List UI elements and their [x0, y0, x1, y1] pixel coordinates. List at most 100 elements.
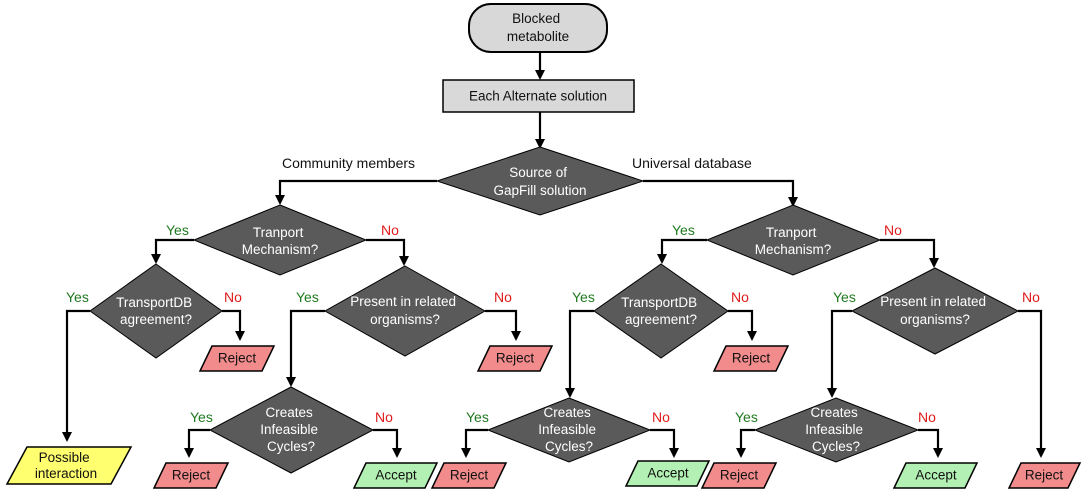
edge-rpresent-no [1018, 309, 1046, 458]
rcycles2-line: Creates [810, 405, 858, 420]
decision-text: TransportDB agreement? [116, 295, 196, 327]
decision-text: Present in related organisms? [880, 294, 990, 327]
ltdb-line: agreement? [120, 312, 192, 327]
rcycles2-line: Cycles? [812, 439, 860, 454]
rcycles1-line: Creates [543, 405, 591, 420]
outcome-text: Accept [375, 468, 417, 483]
outcome-text: Accept [915, 468, 957, 483]
possible-line: interaction [35, 466, 97, 481]
source-line: Source of [509, 165, 567, 180]
label-no: No [375, 409, 393, 425]
edge-rcycles1-yes [461, 428, 488, 458]
outcome-text: Accept [647, 466, 689, 481]
edge-ltdb-yes [62, 309, 90, 442]
decision-cycles-right-2: Creates Infeasible Cycles? [753, 397, 920, 463]
rtdb-line: agreement? [625, 312, 697, 327]
ltransport-line: Mechanism? [242, 242, 319, 257]
start-line: metabolite [507, 29, 569, 44]
outcome-text: Reject [172, 468, 211, 483]
decision-text: Tranport Mechanism? [242, 225, 319, 257]
lcycles-line: Infeasible [260, 422, 318, 437]
label-no: No [381, 222, 399, 238]
decision-cycles-right-1: Creates Infeasible Cycles? [486, 397, 652, 463]
outcome-text: Reject [496, 351, 535, 366]
edge-rtdb-yes [565, 309, 594, 398]
outcome-reject: Reject [476, 345, 554, 372]
decision-transportdb-right: TransportDB agreement? [593, 263, 729, 359]
edge-ltransport-no [366, 238, 409, 266]
edge-labels: Community members Universal database Yes… [66, 155, 1040, 425]
edge-lpresent-no [485, 309, 521, 341]
label-yes: Yes [166, 222, 189, 238]
outcome-reject: Reject [700, 462, 778, 489]
outcome-accept: Accept [624, 460, 711, 487]
decision-text: Creates Infeasible Cycles? [538, 405, 600, 454]
edge-rtdb-no [728, 309, 757, 341]
outcome-text: Reject [1025, 468, 1064, 483]
edge-ltdb-no [222, 309, 245, 341]
label-no: No [731, 289, 749, 305]
process-node: Each Alternate solution [442, 79, 635, 113]
edge-lpresent-yes [286, 309, 325, 387]
label-yes: Yes [672, 222, 695, 238]
decision-text: Creates Infeasible Cycles? [260, 405, 322, 454]
decision-text: TransportDB agreement? [621, 295, 701, 327]
decision-text: Creates Infeasible Cycles? [805, 405, 867, 454]
decision-text: Tranport Mechanism? [755, 225, 832, 257]
start-node: Blocked metabolite [468, 3, 608, 53]
rcycles1-line: Infeasible [538, 422, 596, 437]
outcome-text: Reject [732, 351, 771, 366]
branch-label-universal: Universal database [632, 155, 752, 171]
lpresent-line: Present in related [350, 294, 456, 309]
decision-transport-right: Tranport Mechanism? [705, 204, 882, 276]
rcycles2-line: Infeasible [805, 422, 863, 437]
start-line: Blocked [512, 11, 560, 26]
lcycles-line: Creates [265, 405, 313, 420]
outcome-accept: Accept [892, 462, 979, 489]
outcome-reject: Reject [430, 462, 508, 489]
outcome-text: Reject [218, 351, 257, 366]
rpresent-line: organisms? [900, 312, 970, 327]
edge-source-to-left [275, 179, 437, 205]
edge-rcycles2-no [918, 428, 943, 458]
decision-present-left: Present in related organisms? [323, 265, 487, 357]
rcycles1-line: Cycles? [545, 439, 593, 454]
nodes: Blocked metabolite Each Alternate soluti… [5, 3, 1082, 489]
rtransport-line: Mechanism? [755, 242, 832, 257]
outcome-text: Possible interaction [35, 450, 97, 481]
edge-ltransport-yes [151, 238, 194, 264]
outcome-possible-interaction: Possible interaction [5, 446, 133, 485]
decision-text: Present in related organisms? [350, 294, 460, 327]
edge-rtransport-no [880, 238, 939, 268]
edge-source-to-right [643, 179, 798, 207]
edge-lcycles-no [373, 428, 402, 458]
edge-rpresent-yes [827, 309, 852, 398]
start-text: Blocked metabolite [507, 11, 569, 44]
label-no: No [224, 289, 242, 305]
edge-lcycles-yes [184, 428, 210, 458]
ltdb-line: TransportDB [116, 295, 192, 310]
source-question-text: Source of GapFill solution [493, 165, 586, 198]
label-no: No [884, 222, 902, 238]
label-yes: Yes [572, 289, 595, 305]
label-no: No [1022, 289, 1040, 305]
label-yes: Yes [833, 289, 856, 305]
decision-transport-left: Tranport Mechanism? [192, 204, 368, 276]
outcome-accept: Accept [352, 462, 439, 489]
label-no: No [494, 289, 512, 305]
outcome-text: Reject [720, 468, 759, 483]
decision-cycles-left: Creates Infeasible Cycles? [208, 386, 375, 474]
outcome-reject: Reject [712, 345, 790, 372]
lpresent-line: organisms? [370, 312, 440, 327]
label-no: No [918, 409, 936, 425]
label-no: No [652, 409, 670, 425]
edge-rtransport-yes [657, 238, 707, 264]
process-text: Each Alternate solution [469, 89, 607, 104]
source-decision: Source of GapFill solution [435, 146, 645, 216]
source-line: GapFill solution [493, 183, 586, 198]
label-yes: Yes [466, 409, 489, 425]
decision-present-right: Present in related organisms? [850, 267, 1020, 355]
rtdb-line: TransportDB [621, 295, 697, 310]
rtransport-line: Tranport [766, 225, 817, 240]
